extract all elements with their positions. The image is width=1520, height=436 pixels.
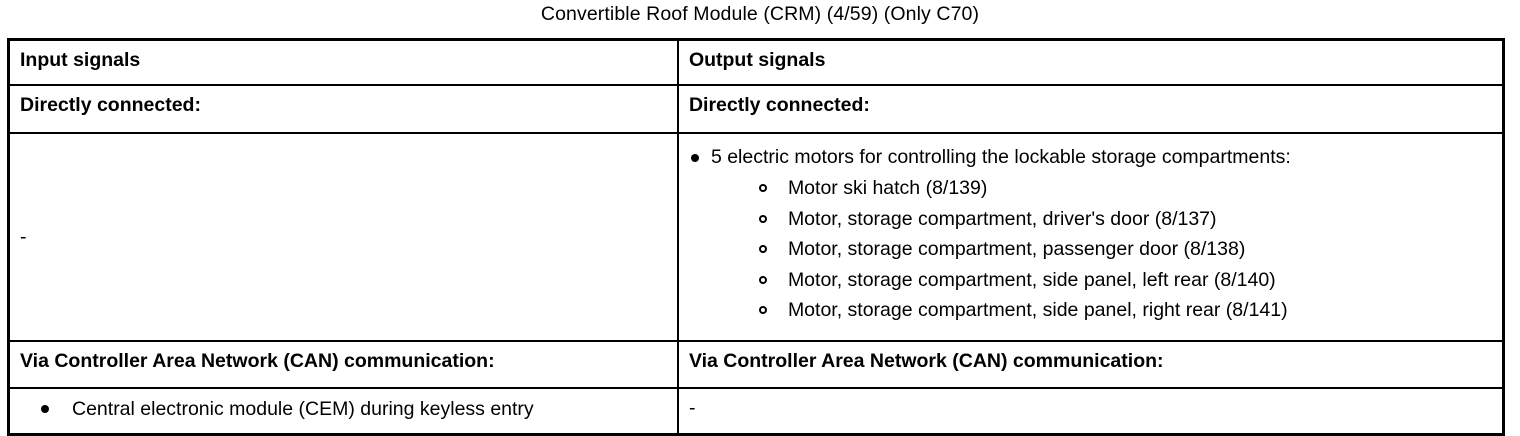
list-item: Motor, storage compartment, passenger do… <box>711 234 1492 265</box>
list-item: Central electronic module (CEM) during k… <box>10 394 667 424</box>
cell-output-motor-list: 5 electric motors for controlling the lo… <box>676 132 1505 342</box>
output-signals-header-label: Output signals <box>688 49 826 71</box>
bullet-disc-icon <box>41 405 49 413</box>
directly-connected-output-label: Directly connected: <box>688 94 870 116</box>
list-item: Motor, storage compartment, driver's doo… <box>711 204 1492 235</box>
table-row-can-body: Central electronic module (CEM) during k… <box>7 387 1505 436</box>
cell-directly-connected-output: Directly connected: <box>676 84 1505 134</box>
header-cell-output-signals: Output signals <box>676 38 1505 86</box>
cell-input-empty: - <box>7 132 679 342</box>
bullet-circle-icon <box>758 275 767 284</box>
table-row-directly-connected: Directly connected: Directly connected: <box>7 84 1505 134</box>
cem-bullet-list: Central electronic module (CEM) during k… <box>10 394 667 424</box>
directly-connected-input-label: Directly connected: <box>20 94 201 116</box>
cell-directly-connected-input: Directly connected: <box>7 84 679 134</box>
bullet-circle-icon <box>758 245 767 253</box>
input-empty-dash: - <box>20 226 27 248</box>
bullet-disc-icon <box>690 154 699 162</box>
sub-bullet-text: Motor, storage compartment, side panel, … <box>787 268 1276 291</box>
table-row-directly-connected-body: - 5 electric motors for controlling the … <box>7 132 1505 342</box>
can-output-empty-dash: - <box>688 397 696 419</box>
cell-can-input-list: Central electronic module (CEM) during k… <box>7 387 679 436</box>
bullet-text: 5 electric motors for controlling the lo… <box>710 146 1291 168</box>
can-input-label: Via Controller Area Network (CAN) commun… <box>20 350 495 372</box>
bullet-circle-icon <box>758 214 767 223</box>
can-output-label: Via Controller Area Network (CAN) commun… <box>688 350 1164 372</box>
page-title: Convertible Roof Module (CRM) (4/59) (On… <box>540 3 980 25</box>
list-item: Motor, storage compartment, side panel, … <box>711 295 1492 326</box>
output-bullet-list: 5 electric motors for controlling the lo… <box>680 142 1492 326</box>
list-item: 5 electric motors for controlling the lo… <box>680 142 1492 326</box>
input-signals-header-label: Input signals <box>20 49 141 71</box>
cell-can-input: Via Controller Area Network (CAN) commun… <box>7 340 679 389</box>
list-item: Motor, storage compartment, side panel, … <box>711 265 1492 296</box>
sub-bullet-text: Motor, storage compartment, side panel, … <box>787 299 1288 321</box>
sub-bullet-text: Motor, storage compartment, passenger do… <box>787 238 1246 260</box>
sub-bullet-text: Motor ski hatch (8/139) <box>787 177 988 199</box>
bullet-circle-icon <box>758 184 767 192</box>
motor-sub-list: Motor ski hatch (8/139) Motor, storage c… <box>711 173 1492 326</box>
table-header-row: Input signals Output signals <box>7 38 1505 86</box>
list-item: Motor ski hatch (8/139) <box>711 173 1492 204</box>
cell-can-output-empty: - <box>676 387 1505 436</box>
sub-bullet-text: Motor, storage compartment, driver's doo… <box>787 207 1217 230</box>
bullet-text: Central electronic module (CEM) during k… <box>72 398 534 420</box>
signals-table: Input signals Output signals Directly co… <box>7 38 1505 436</box>
bullet-circle-icon <box>758 306 767 314</box>
cell-can-output: Via Controller Area Network (CAN) commun… <box>676 340 1505 389</box>
table-row-can-communication: Via Controller Area Network (CAN) commun… <box>7 340 1505 389</box>
header-cell-input-signals: Input signals <box>7 38 679 86</box>
